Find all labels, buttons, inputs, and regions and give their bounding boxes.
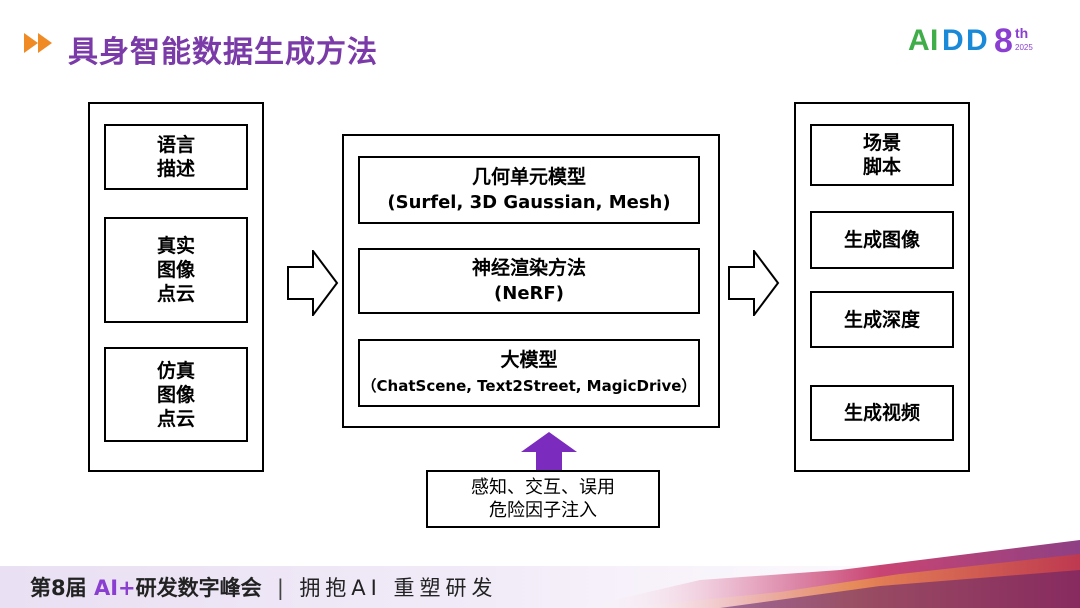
svg-text:8: 8 — [994, 22, 1013, 60]
neural-rendering-detail: (NeRF) — [494, 283, 564, 304]
scene-script-box: 场景 脚本 — [810, 124, 954, 186]
neural-rendering-title: 神经渲染方法 — [471, 257, 586, 279]
right-arrow-icon — [728, 250, 780, 316]
generate-image-box: 生成图像 — [810, 211, 954, 269]
geometry-unit-model-detail: (Surfel, 3D Gaussian, Mesh) — [387, 192, 671, 213]
large-model-detail: （ChatScene, Text2Street, MagicDrive） — [361, 377, 697, 395]
footer-decoration — [580, 540, 1080, 608]
generate-depth-box: 生成深度 — [810, 291, 954, 348]
neural-rendering-box: 神经渲染方法 (NeRF) — [358, 248, 700, 314]
footer-slogan: 拥抱AI 重塑研发 — [299, 576, 498, 600]
footer-prefix: 第8届 — [30, 576, 94, 600]
language-description-box: 语言 描述 — [104, 124, 248, 190]
risk-factor-injection-box: 感知、交互、误用 危险因子注入 — [426, 470, 660, 528]
up-arrow-icon — [521, 432, 577, 472]
generate-video-box: 生成视频 — [810, 385, 954, 441]
sim-image-pointcloud-box: 仿真 图像 点云 — [104, 347, 248, 442]
footer-highlight: AI+ — [93, 576, 136, 600]
svg-text:2025: 2025 — [1015, 43, 1033, 52]
right-arrow-icon — [287, 250, 339, 316]
geometry-unit-model-title: 几何单元模型 — [471, 166, 586, 188]
aidd-logo: A I D D 8 th 2025 — [908, 22, 1033, 60]
svg-text:th: th — [1015, 25, 1028, 41]
page-title: 具身智能数据生成方法 — [68, 35, 378, 70]
footer-separator: | — [276, 576, 284, 600]
title-chevron-icon — [24, 33, 52, 53]
svg-text:A: A — [908, 24, 930, 57]
footer-text: 第8届 AI+研发数字峰会 | 拥抱AI 重塑研发 — [30, 572, 498, 602]
svg-text:D: D — [966, 24, 988, 57]
svg-text:I: I — [930, 24, 938, 57]
svg-text:D: D — [942, 24, 964, 57]
large-model-box: 大模型 （ChatScene, Text2Street, MagicDrive） — [358, 339, 700, 407]
real-image-pointcloud-box: 真实 图像 点云 — [104, 217, 248, 323]
geometry-unit-model-box: 几何单元模型 (Surfel, 3D Gaussian, Mesh) — [358, 156, 700, 224]
footer-summit-name: 研发数字峰会 — [135, 576, 262, 600]
large-model-title: 大模型 — [500, 349, 558, 371]
